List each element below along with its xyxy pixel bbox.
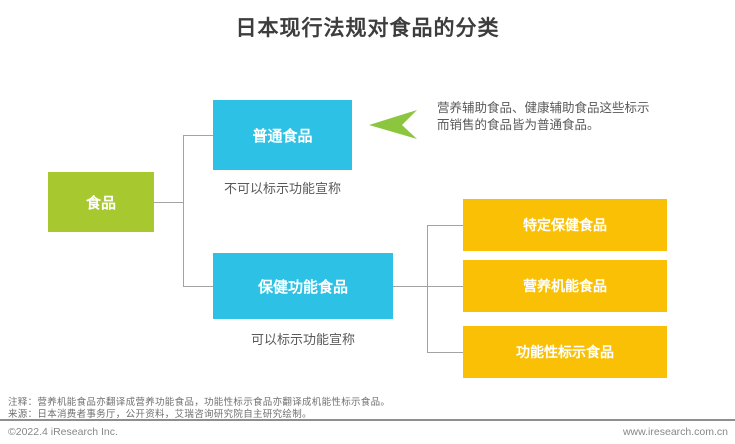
footer-divider	[0, 419, 735, 421]
connector-right-vertical	[427, 225, 428, 353]
node-specific-health-food-label: 特定保健食品	[523, 217, 607, 233]
node-health-functional-food-label: 保健功能食品	[257, 278, 348, 296]
left-arrow-icon	[369, 110, 417, 139]
connector-to-health	[183, 286, 213, 287]
copyright-text: ©2022.4 iResearch Inc.	[8, 426, 118, 438]
node-specific-health-food: 特定保健食品	[463, 199, 667, 251]
node-nutrition-function-food-label: 营养机能食品	[523, 278, 607, 294]
annotation-line-2: 而销售的食品皆为普通食品。	[437, 118, 600, 132]
connector-left-vertical	[183, 135, 184, 287]
annotation-text: 营养辅助食品、健康辅助食品这些标示 而销售的食品皆为普通食品。	[437, 100, 722, 134]
node-nutrition-function-food: 营养机能食品	[463, 260, 667, 312]
footnote-note: 注释：营养机能食品亦翻译成营养功能食品，功能性标示食品亦翻译成机能性标示食品。	[8, 397, 391, 408]
connector-to-yellow-2	[427, 286, 463, 287]
connector-health-right	[393, 286, 427, 287]
node-ordinary-food-label: 普通食品	[252, 127, 313, 145]
page-title: 日本现行法规对食品的分类	[235, 17, 500, 40]
health-functional-food-caption: 可以标示功能宣称	[250, 332, 355, 347]
website-url: www.iresearch.com.cn	[622, 426, 728, 438]
connector-to-yellow-1	[427, 225, 463, 226]
node-ordinary-food: 普通食品	[213, 100, 352, 170]
connector-to-ordinary	[183, 135, 213, 136]
node-functional-claims-food: 功能性标示食品	[463, 326, 667, 378]
node-health-functional-food: 保健功能食品	[213, 253, 393, 319]
ordinary-food-caption: 不可以标示功能宣称	[223, 181, 341, 196]
annotation-line-1: 营养辅助食品、健康辅助食品这些标示	[437, 101, 650, 115]
connector-food-right	[154, 202, 183, 203]
connector-to-yellow-3	[427, 352, 463, 353]
node-food: 食品	[48, 172, 154, 232]
node-functional-claims-food-label: 功能性标示食品	[516, 344, 614, 360]
node-food-label: 食品	[85, 194, 116, 212]
footnote-source: 来源：日本消费者事务厅，公开资料，艾瑞咨询研究院自主研究绘制。	[8, 409, 312, 420]
